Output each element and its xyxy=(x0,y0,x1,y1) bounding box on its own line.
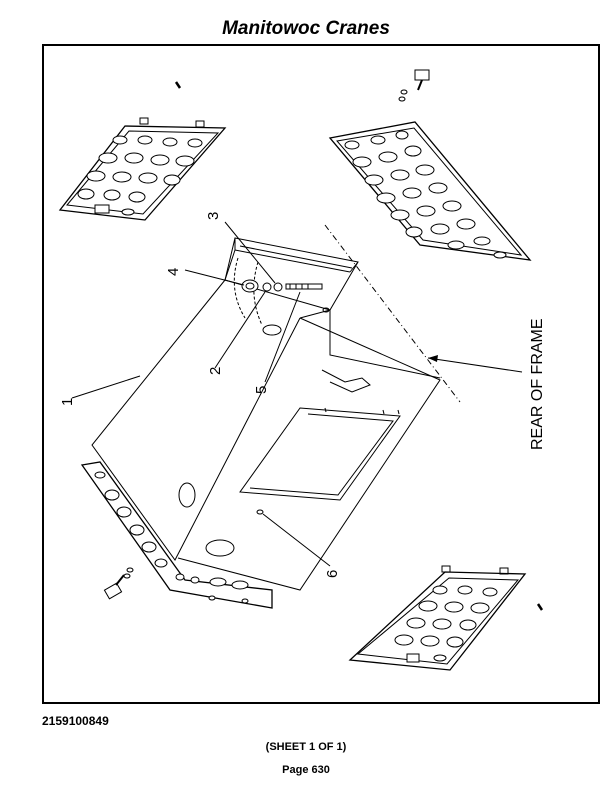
callout-1: 1 xyxy=(59,398,76,406)
grating-panel-top-right xyxy=(328,121,532,261)
sheet-label: (SHEET 1 OF 1) xyxy=(265,741,347,753)
grating-panel-bottom-right xyxy=(348,565,527,671)
bolt-bottom-left xyxy=(103,567,134,600)
drawing-frame xyxy=(42,44,600,704)
leader-lines xyxy=(71,221,523,567)
frame-reference-line xyxy=(324,224,461,403)
rear-of-frame-label: REAR OF FRAME xyxy=(529,318,546,450)
bolt-top-right xyxy=(398,69,430,102)
callout-5: 5 xyxy=(253,386,270,394)
callout-4: 4 xyxy=(165,268,182,276)
page-title: Manitowoc Cranes xyxy=(222,18,390,39)
part-number: 2159100849 xyxy=(42,714,109,728)
battery-box xyxy=(91,237,441,591)
screw-top-left xyxy=(174,81,182,89)
callout-3: 3 xyxy=(205,212,222,220)
side-rail-bottom-left xyxy=(80,461,273,609)
screw-bottom-right xyxy=(536,603,544,611)
page-number: Page 630 xyxy=(282,764,330,776)
callout-6: 6 xyxy=(324,570,341,578)
callout-2: 2 xyxy=(207,367,224,375)
grating-panel-top-left xyxy=(58,117,227,221)
hardware-stack xyxy=(241,279,323,293)
